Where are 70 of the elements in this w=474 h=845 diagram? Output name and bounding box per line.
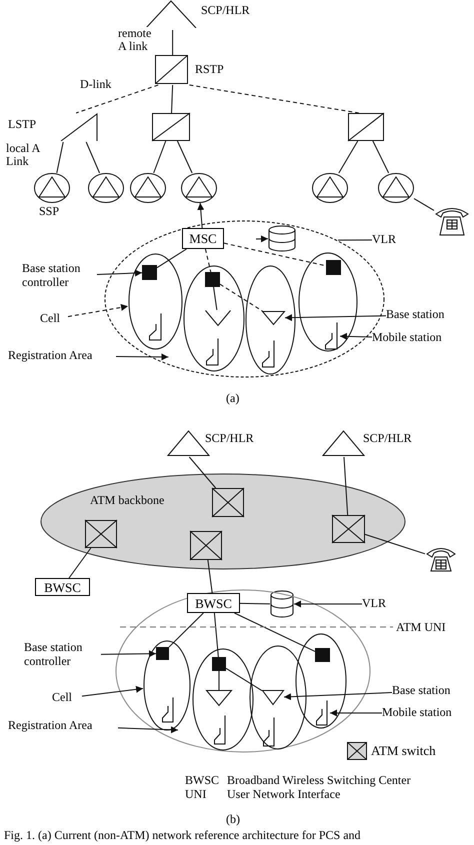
connector-line	[188, 456, 216, 488]
callout-label: Mobile station	[382, 705, 470, 721]
connector-line	[188, 84, 360, 114]
connector-line	[76, 84, 159, 114]
switching-center-box: BWSC	[35, 578, 90, 596]
connector-line	[176, 140, 193, 174]
callout-label: Base station controller	[22, 261, 97, 291]
connector-line	[240, 602, 270, 604]
leader-arrow	[340, 332, 372, 340]
callout-label: Mobile station	[372, 330, 460, 346]
leader-arrow	[284, 314, 386, 322]
connector-line	[226, 668, 262, 692]
leader-arrow	[82, 686, 144, 697]
callout-label: Base station	[386, 307, 460, 323]
callout-label: Cell	[52, 690, 82, 706]
connector-line	[207, 560, 213, 594]
callout-label: Registration Area	[8, 718, 118, 734]
callout-label: Registration Area	[8, 348, 116, 364]
node-label: SSP	[39, 204, 60, 218]
connector-line	[234, 612, 316, 652]
connector-line	[224, 242, 326, 266]
subfigure-label: (b)	[226, 812, 240, 826]
leader-arrow	[294, 600, 362, 608]
connector-line	[153, 140, 166, 174]
callout-label: Base station controller	[24, 640, 101, 670]
leader-arrow	[118, 726, 178, 734]
connector-line	[372, 140, 390, 174]
legend-label: ATM switch	[371, 743, 436, 759]
leader-arrow	[330, 710, 382, 716]
abbreviation-text: BWSC	[185, 773, 220, 787]
abbreviation-text: UNI	[185, 787, 206, 801]
connector-line	[214, 612, 219, 658]
connector-line	[344, 456, 348, 516]
connector-line	[218, 670, 220, 690]
leader-arrow	[96, 270, 142, 277]
region-label: ATM backbone	[90, 493, 164, 507]
callout-label: VLR	[372, 232, 402, 248]
node-label: SCP/HLR	[201, 3, 250, 17]
callout-label: VLR	[362, 596, 394, 612]
callout-label: Cell	[40, 311, 68, 327]
connector-line	[156, 248, 187, 268]
connector-line	[213, 286, 218, 310]
connector-line	[171, 84, 174, 114]
leader-arrow	[116, 353, 169, 360]
connector-line	[86, 142, 100, 174]
connector-line	[364, 534, 426, 554]
connector-line	[338, 140, 358, 174]
leader-arrow	[197, 202, 204, 228]
node-label: RSTP	[195, 62, 224, 76]
connector-line	[414, 198, 434, 211]
leader-arrow	[256, 235, 268, 242]
connector-line	[172, 30, 174, 56]
definition-text: User Network Interface	[227, 787, 340, 801]
callout-label: Base station	[392, 683, 466, 699]
leader-arrow	[284, 692, 392, 700]
boundary-label: ATM UNI	[396, 620, 446, 634]
connector-line	[204, 248, 212, 272]
leader-arrow	[68, 304, 128, 318]
connector-line	[338, 240, 372, 241]
definition-text: Broadband Wireless Switching Center	[227, 773, 411, 787]
node-label: SCP/HLR	[205, 431, 254, 445]
node-label: LSTP	[8, 117, 36, 131]
connector-line	[168, 612, 204, 648]
figure-caption: Fig. 1. (a) Current (non-ATM) network reference architecture for PCS and	[4, 828, 361, 842]
subfigure-label: (a)	[226, 391, 240, 405]
leader-arrow	[100, 650, 156, 658]
connector-line	[220, 284, 263, 312]
node-label: SCP/HLR	[363, 431, 412, 445]
connector-line	[68, 548, 92, 578]
connector-line	[56, 142, 64, 174]
